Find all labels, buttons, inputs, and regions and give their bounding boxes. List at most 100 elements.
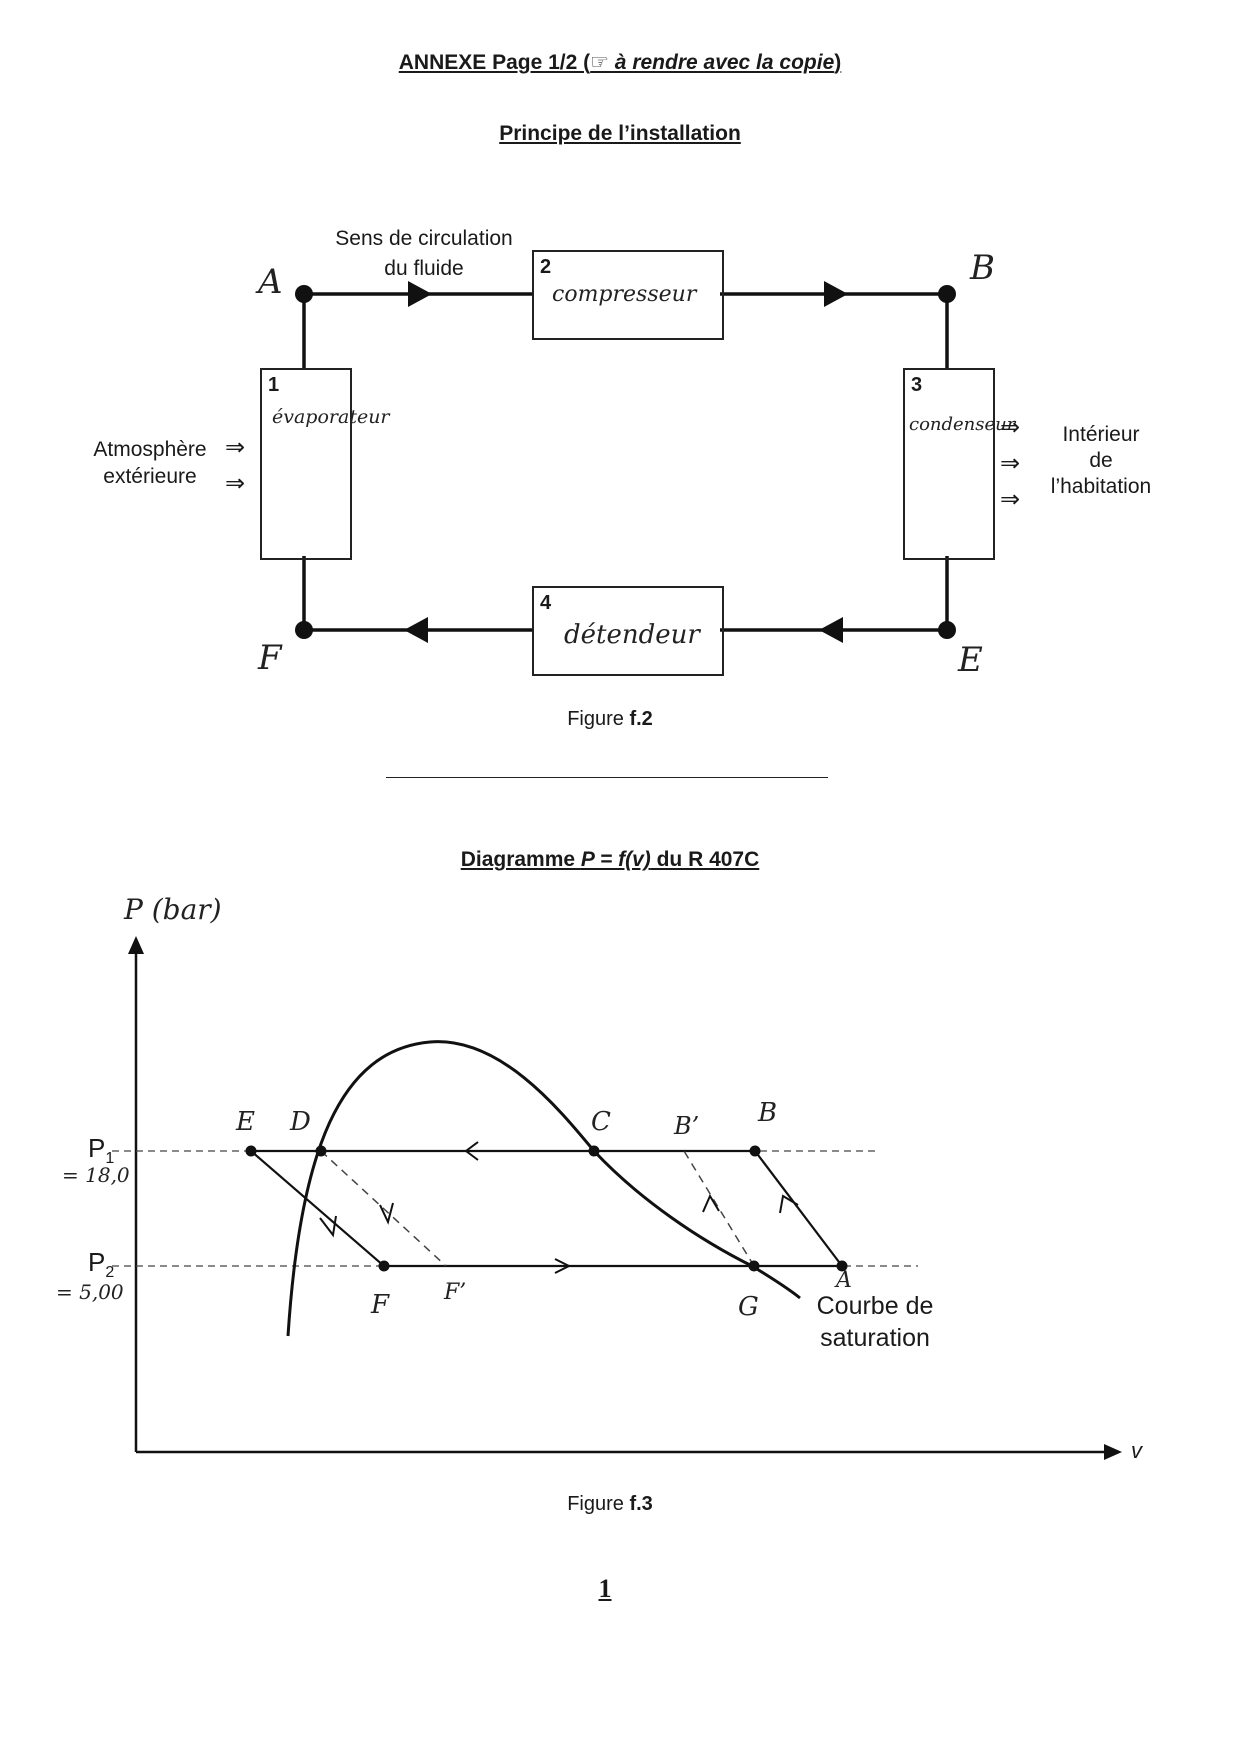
node-b	[938, 285, 956, 303]
saturation-curve-label: Courbe de saturation	[800, 1290, 950, 1354]
expansion-e-f-line	[250, 1150, 385, 1267]
figure3-caption-number: f.3	[629, 1493, 653, 1515]
page-number: 1	[598, 1574, 612, 1603]
double-arrow-icon: ⇒	[1000, 486, 1021, 513]
saturation-label-line2: saturation	[820, 1324, 930, 1352]
p2-subscript: 2	[105, 1264, 115, 1282]
figure2-caption-prefix: Figure	[567, 708, 630, 730]
node-a	[295, 285, 313, 303]
box3-number: 3	[911, 374, 923, 396]
point-f-label: F	[258, 638, 282, 678]
p1-value: = 18,0	[62, 1163, 130, 1187]
box4-name: détendeur	[564, 620, 700, 650]
hand-pointer-icon: ☞	[590, 51, 609, 74]
arrow-expansion	[319, 1215, 337, 1238]
point-d-letter: D	[290, 1107, 311, 1137]
y-axis-label: P (bar)	[124, 893, 222, 926]
point-b-letter: B	[758, 1098, 778, 1128]
figure2-title: Principe de l’installation	[499, 122, 741, 145]
expansion-d-f-prime-line	[320, 1150, 447, 1267]
figure2-caption-number: f.2	[629, 708, 653, 730]
point-f-letter: F	[371, 1290, 390, 1320]
figure3-title: Diagramme P = f(v) du R 407C	[0, 848, 1220, 872]
saturation-curve	[286, 1040, 801, 1337]
circuit-diagram	[295, 281, 956, 643]
node-f	[295, 621, 313, 639]
x-axis-arrowhead	[1104, 1444, 1122, 1460]
point-b-prime-letter: B’	[674, 1112, 700, 1140]
point-b	[749, 1145, 761, 1157]
annex-header-suffix: )	[834, 51, 842, 74]
indoor-line2: de	[1089, 449, 1113, 472]
box2-name: compresseur	[552, 282, 697, 307]
outdoor-air-label: Atmosphère extérieure	[70, 436, 230, 490]
box4-number: 4	[540, 592, 552, 614]
node-e	[938, 621, 956, 639]
figure3-title-suffix: du R 407C	[650, 848, 760, 871]
outdoor-air-line2: extérieure	[103, 465, 197, 488]
point-e-label: E	[958, 640, 983, 680]
point-a-label: A	[258, 262, 283, 302]
arrow-evaporation	[554, 1258, 572, 1274]
point-c	[588, 1145, 600, 1157]
compression-a-b-line	[754, 1150, 843, 1267]
expansion-valve-box: 4 détendeur	[532, 586, 724, 676]
figure3-title-italic: P = f(v)	[580, 848, 651, 871]
flow-arrow-bottom-left	[404, 617, 428, 643]
box1-name: évaporateur	[272, 406, 390, 428]
annex-header-prefix: ANNEXE Page 1/2 (	[398, 51, 591, 74]
point-f-prime-letter: F’	[444, 1280, 467, 1305]
y-axis-arrowhead	[128, 936, 144, 954]
flow-arrow-bottom-right	[819, 617, 843, 643]
figure3-title-prefix: Diagramme	[460, 848, 581, 871]
flow-label-line1: Sens de circulation	[335, 227, 513, 250]
condenser-box: 3 condenseur	[903, 368, 1015, 560]
section-divider	[386, 777, 828, 778]
arrow-compression-dashed	[702, 1193, 720, 1213]
box2-number: 2	[540, 256, 552, 278]
point-a-letter: A	[836, 1268, 852, 1293]
point-f	[378, 1260, 390, 1272]
outdoor-air-arrows: ⇒ ⇒	[225, 430, 245, 502]
flow-direction-label: Sens de circulation du fluide	[314, 224, 534, 284]
point-g-letter: G	[738, 1292, 759, 1322]
arrow-condensation	[464, 1141, 479, 1161]
compressor-box: 2 compresseur	[532, 250, 724, 340]
flow-label-line2: du fluide	[384, 257, 464, 280]
indoor-line3: l’habitation	[1050, 475, 1152, 498]
evaporator-box: 1 évaporateur	[260, 368, 390, 560]
flow-arrow-top-right	[824, 281, 848, 307]
double-arrow-icon: ⇒	[1000, 450, 1021, 477]
arrow-compression	[779, 1194, 799, 1214]
p1-subscript: 1	[105, 1150, 115, 1168]
p1-label: P1	[88, 1133, 114, 1168]
indoor-arrows: ⇒ ⇒ ⇒	[1000, 410, 1020, 518]
figure2-caption: Figure f.2	[0, 708, 1220, 731]
box1-number: 1	[268, 374, 280, 396]
p2-label: P2	[88, 1247, 114, 1282]
point-d	[315, 1145, 327, 1157]
double-arrow-icon: ⇒	[225, 470, 246, 497]
x-axis-label: v	[1131, 1438, 1142, 1463]
compression-g-b-prime-line	[683, 1150, 755, 1267]
indoor-label: Intérieur de l’habitation	[1036, 422, 1166, 500]
p2-symbol: P	[88, 1247, 106, 1277]
flow-arrow-top-left	[408, 281, 432, 307]
point-g	[748, 1260, 760, 1272]
point-a	[836, 1260, 848, 1272]
double-arrow-icon: ⇒	[225, 434, 246, 461]
point-e	[245, 1145, 257, 1157]
annex-header: ANNEXE Page 1/2 (☞ à rendre avec la copi…	[0, 50, 1240, 75]
arrow-expansion-dashed	[379, 1202, 394, 1225]
point-b-label: B	[970, 248, 995, 288]
outdoor-air-line1: Atmosphère	[93, 438, 207, 461]
p2-value: = 5,00	[56, 1280, 124, 1304]
figure3-caption: Figure f.3	[0, 1493, 1220, 1516]
point-e-letter: E	[236, 1107, 255, 1137]
saturation-label-line1: Courbe de	[816, 1292, 934, 1320]
point-c-letter: C	[591, 1107, 611, 1137]
box3-name: condenseur	[909, 414, 1016, 435]
indoor-line1: Intérieur	[1062, 423, 1140, 446]
annex-header-italic: à rendre avec la copie	[608, 51, 835, 74]
